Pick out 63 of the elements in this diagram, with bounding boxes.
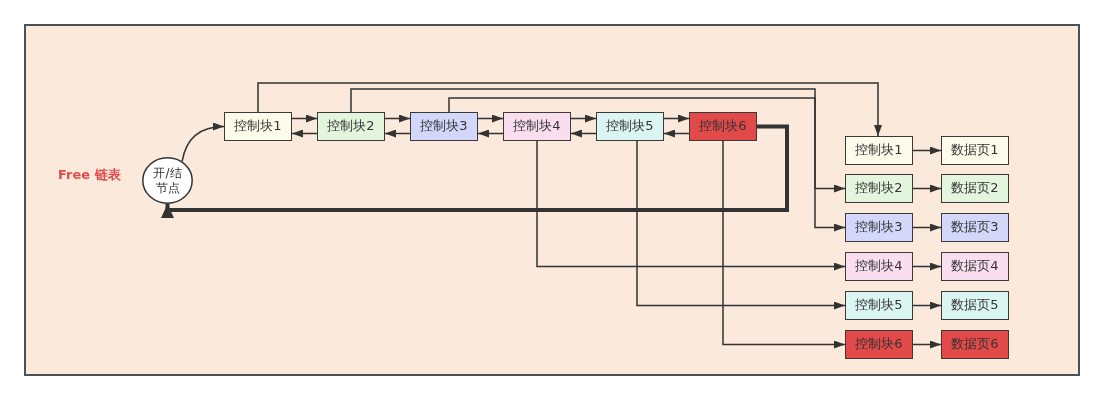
node-label: 控制块2 (327, 118, 375, 135)
arrow (257, 82, 882, 137)
arrow (350, 88, 846, 193)
arrow (636, 140, 846, 310)
process-box (941, 291, 1009, 320)
process-box (689, 112, 757, 141)
node-label: 数据页6 (951, 336, 999, 353)
process-box (596, 112, 664, 141)
node-label: 数据页5 (951, 297, 999, 314)
process-box (845, 252, 913, 281)
process-box (941, 213, 1009, 242)
process-box (941, 330, 1009, 359)
node-label: 控制块2 (855, 180, 903, 197)
node-label: 数据页4 (951, 258, 999, 275)
arrow (448, 97, 846, 232)
arrow (912, 223, 942, 232)
node-label: 控制块5 (855, 297, 903, 314)
arrow (912, 262, 942, 271)
node-label: 控制块3 (855, 219, 903, 236)
node-label: 控制块3 (420, 118, 468, 135)
process-box (845, 213, 913, 242)
node-label: 数据页1 (951, 142, 999, 159)
process-box (845, 174, 913, 203)
node-label: 数据页2 (951, 180, 999, 197)
process-box (845, 291, 913, 320)
arrow (384, 129, 411, 138)
side-label: Free 链表 (58, 166, 121, 184)
process-box (845, 136, 913, 165)
node-label: 控制块4 (855, 258, 903, 275)
node-label: 控制块6 (855, 336, 903, 353)
process-box (317, 112, 385, 141)
arrow (536, 140, 846, 271)
terminal-node (142, 157, 193, 204)
node-label: 控制块1 (234, 118, 282, 135)
node-label: 控制块5 (606, 118, 654, 135)
arrow (477, 129, 504, 138)
process-box (410, 112, 478, 141)
node-label: 控制块4 (513, 118, 561, 135)
arrow (722, 140, 846, 349)
arrow (181, 122, 225, 162)
arrow (912, 184, 942, 193)
arrow (663, 129, 690, 138)
arrow (570, 129, 597, 138)
arrow (477, 114, 504, 123)
process-box (503, 112, 571, 141)
process-box (941, 174, 1009, 203)
arrow (291, 114, 318, 123)
arrow (912, 340, 942, 349)
arrow (570, 114, 597, 123)
process-box (845, 330, 913, 359)
node-label: 控制块1 (855, 142, 903, 159)
process-box (941, 252, 1009, 281)
node-label: 开/结节点 (152, 165, 183, 196)
arrow (384, 114, 411, 123)
node-label: 控制块6 (699, 118, 747, 135)
process-box (224, 112, 292, 141)
node-label: 数据页3 (951, 219, 999, 236)
process-box (941, 136, 1009, 165)
arrow (663, 114, 690, 123)
arrow (912, 301, 942, 310)
arrow (291, 129, 318, 138)
arrow (161, 124, 789, 218)
arrow (912, 146, 942, 155)
